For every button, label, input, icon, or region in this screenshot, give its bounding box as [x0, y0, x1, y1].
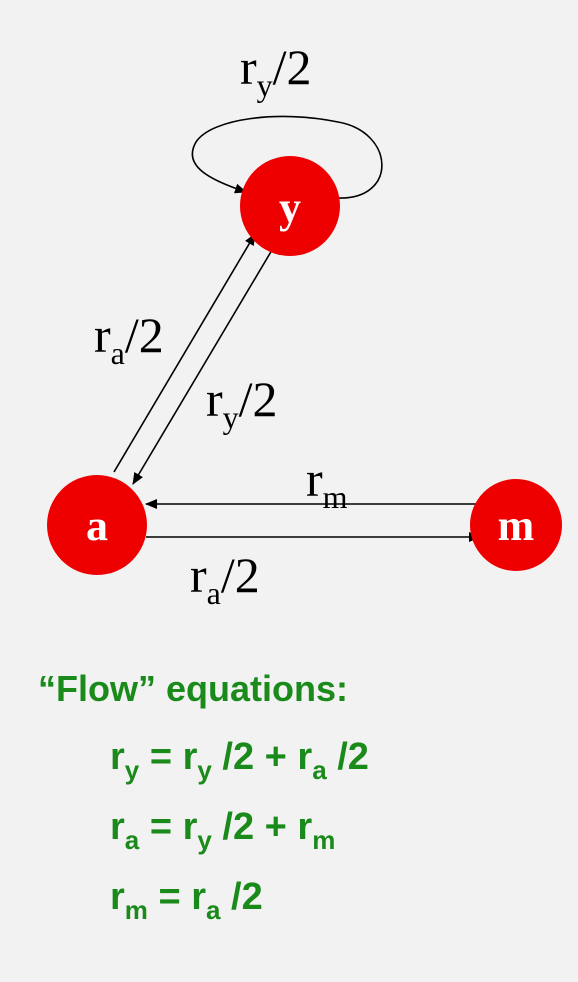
- edge-y-to-a: [132, 249, 273, 485]
- equation-r-m: rm = ra /2: [110, 876, 263, 925]
- node-y: y: [240, 156, 340, 256]
- node-m-label: m: [498, 501, 535, 550]
- edge-a-to-y: [113, 233, 256, 473]
- node-a-label: a: [86, 501, 108, 550]
- equation-r-a: ra = ry /2 + rm: [110, 806, 336, 855]
- equation-r-y: ry = ry /2 + ra /2: [110, 736, 369, 785]
- edge-label-y-to-y: ry/2: [240, 39, 312, 103]
- equations-title: “Flow” equations:: [38, 668, 348, 709]
- node-a: a: [47, 475, 147, 575]
- edge-y-to-y: [191, 115, 383, 199]
- edge-label-y-to-a: ry/2: [206, 371, 278, 435]
- edge-label-m-to-a: rm: [306, 451, 348, 515]
- node-y-label: y: [279, 183, 301, 232]
- node-m: m: [470, 479, 562, 571]
- edge-label-a-to-m: ra/2: [190, 547, 260, 611]
- edge-label-a-to-y: ra/2: [94, 307, 164, 371]
- flow-graph-diagram: y a m ry/2 ra/2 ry/2 rm ra/2: [47, 39, 562, 611]
